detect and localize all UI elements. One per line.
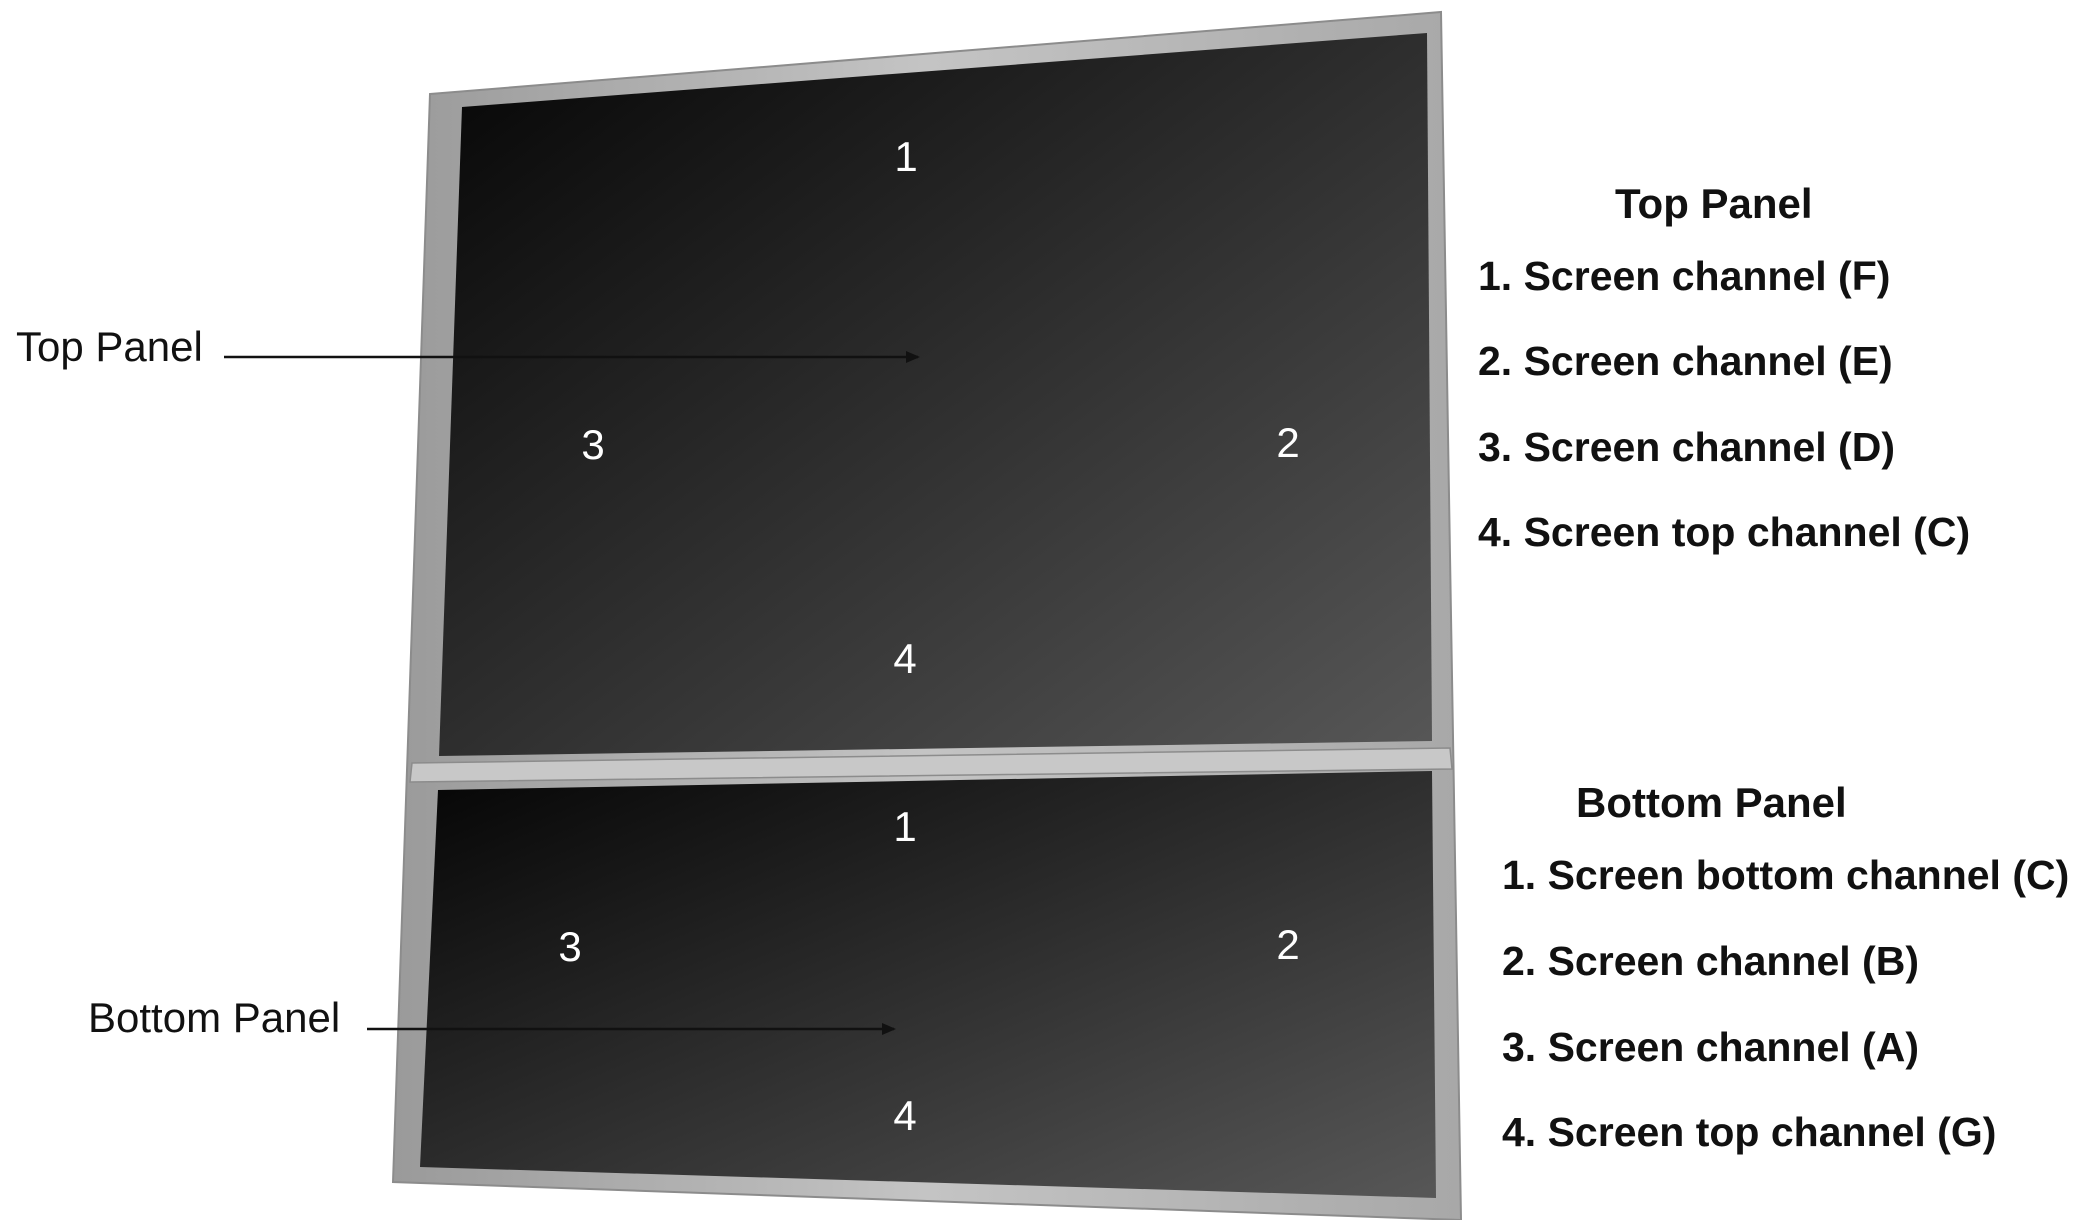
bottom-panel-number-1: 1 bbox=[893, 803, 916, 850]
bottom-legend-title: Bottom Panel bbox=[1576, 779, 1847, 826]
top-legend-item-3: 3. Screen channel (D) bbox=[1478, 424, 1895, 470]
bottom-legend-item-2: 2. Screen channel (B) bbox=[1502, 938, 1919, 984]
bottom-panel-callout-label: Bottom Panel bbox=[88, 994, 340, 1041]
top-panel-screen bbox=[439, 33, 1432, 756]
bottom-panel-number-4: 4 bbox=[893, 1092, 916, 1139]
top-panel-number-1: 1 bbox=[894, 133, 917, 180]
bottom-legend-item-1: 1. Screen bottom channel (C) bbox=[1502, 852, 2069, 898]
bottom-legend-item-4: 4. Screen top channel (G) bbox=[1502, 1109, 1996, 1155]
bottom-panel-screen bbox=[420, 771, 1436, 1198]
top-panel-number-4: 4 bbox=[893, 635, 916, 682]
top-panel-callout-label: Top Panel bbox=[16, 323, 203, 370]
bottom-legend-item-3: 3. Screen channel (A) bbox=[1502, 1024, 1919, 1070]
top-legend-item-1: 1. Screen channel (F) bbox=[1478, 253, 1890, 299]
top-legend-item-4: 4. Screen top channel (C) bbox=[1478, 509, 1970, 555]
top-legend-item-2: 2. Screen channel (E) bbox=[1478, 338, 1893, 384]
bottom-panel-number-2: 2 bbox=[1276, 921, 1299, 968]
top-panel-number-3: 3 bbox=[581, 421, 604, 468]
top-legend-title: Top Panel bbox=[1615, 180, 1813, 227]
bottom-panel-number-3: 3 bbox=[558, 923, 581, 970]
top-panel-number-2: 2 bbox=[1276, 419, 1299, 466]
